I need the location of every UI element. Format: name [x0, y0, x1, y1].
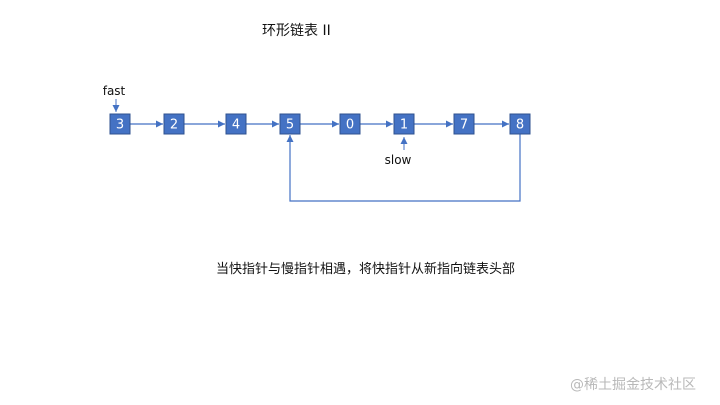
node-box — [163, 113, 185, 135]
node-value: 7 — [460, 118, 468, 133]
node-7: 7 — [453, 113, 475, 135]
node-8: 8 — [509, 113, 531, 135]
node-box — [225, 113, 247, 135]
node-value: 1 — [400, 118, 408, 133]
node-value: 8 — [516, 118, 524, 133]
node-value: 5 — [286, 118, 294, 133]
pointer-label: fast — [103, 84, 126, 98]
node-box — [109, 113, 131, 135]
pointer-fast: fast — [103, 84, 126, 112]
node-3: 3 — [109, 113, 131, 135]
node-value: 0 — [346, 118, 354, 133]
node-box — [279, 113, 301, 135]
caption: 当快指针与慢指针相遇，将快指针从新指向链表头部 — [216, 262, 516, 277]
pointers-layer: fast slow — [103, 84, 412, 167]
title: 环形链表 II — [262, 23, 331, 39]
node-box — [453, 113, 475, 135]
node-value: 4 — [232, 118, 240, 133]
node-box — [509, 113, 531, 135]
node-box — [339, 113, 361, 135]
node-2: 2 — [163, 113, 185, 135]
cycle-edge-8-to-5 — [286, 134, 521, 202]
node-box — [393, 113, 415, 135]
node-4: 4 — [225, 113, 247, 135]
node-value: 2 — [170, 118, 178, 133]
node-1: 1 — [393, 113, 415, 135]
watermark: @稀土掘金技术社区 — [570, 377, 696, 393]
edges-layer — [130, 120, 521, 202]
pointer-slow: slow — [385, 137, 412, 167]
node-5: 5 — [279, 113, 301, 135]
nodes-layer: 3 2 4 5 0 1 7 8 — [109, 113, 531, 135]
node-value: 3 — [116, 118, 124, 133]
node-0: 0 — [339, 113, 361, 135]
pointer-label: slow — [385, 153, 412, 167]
